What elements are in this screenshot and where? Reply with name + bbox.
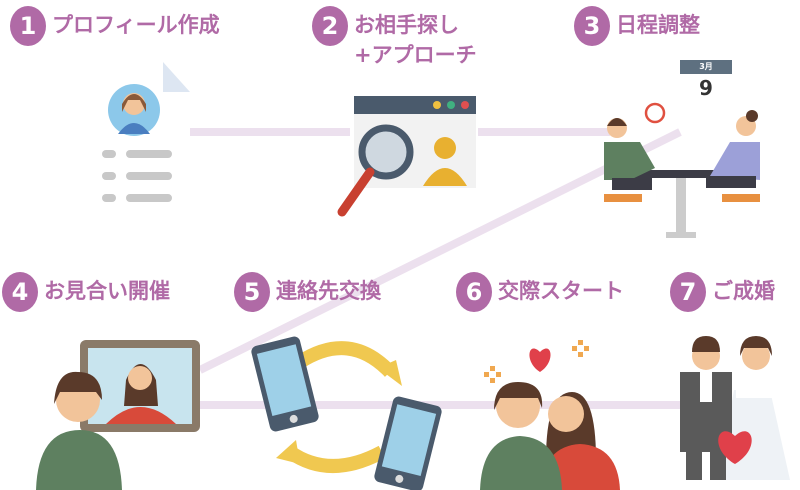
step-4-meeting: 4 お見合い開催 <box>2 272 170 312</box>
step-number-badge: 4 <box>2 272 38 312</box>
step-number-badge: 7 <box>670 272 706 312</box>
wedding-couple-illustration <box>680 336 790 480</box>
step-label-line1: お相手探し <box>354 13 459 37</box>
step-3-schedule: 3 日程調整 <box>574 6 700 46</box>
step-6-dating: 6 交際スタート <box>456 272 624 312</box>
heart-icon <box>718 431 752 464</box>
step-label: 交際スタート <box>498 279 624 303</box>
couple-dating-illustration <box>480 340 620 490</box>
video-call-illustration <box>36 340 200 490</box>
step-number-badge: 1 <box>10 6 46 46</box>
step-label: 連絡先交換 <box>276 279 381 303</box>
search-browser-illustration <box>337 96 476 217</box>
step-number-badge: 2 <box>312 6 348 46</box>
calendar-month: 3月 <box>699 62 713 71</box>
step-7-marriage: 7 ご成婚 <box>670 272 775 312</box>
step-number-badge: 3 <box>574 6 610 46</box>
step-2-search: 2 お相手探し +アプローチ <box>312 6 477 70</box>
calendar-day: 9 <box>699 76 713 100</box>
step-label: プロフィール作成 <box>52 13 220 37</box>
step-label: お見合い開催 <box>44 279 170 303</box>
step-number-badge: 6 <box>456 272 492 312</box>
date-meeting-illustration <box>604 60 760 238</box>
step-1-profile: 1 プロフィール作成 <box>10 6 220 46</box>
step-label: お相手探し +アプローチ <box>354 10 477 70</box>
step-label: 日程調整 <box>616 13 700 37</box>
heart-icon <box>529 348 551 372</box>
step-5-contact-exchange: 5 連絡先交換 <box>234 272 381 312</box>
step-number-badge: 5 <box>234 272 270 312</box>
step-label-line2: +アプローチ <box>354 43 477 67</box>
step-label: ご成婚 <box>712 279 775 303</box>
phone-exchange-illustration <box>251 336 442 490</box>
profile-document-illustration <box>102 62 190 202</box>
